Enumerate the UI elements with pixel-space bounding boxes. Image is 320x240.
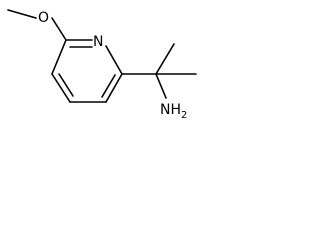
nitrogen-label: N xyxy=(93,34,103,50)
bond-quaternary-amine xyxy=(155,73,167,99)
structure-canvas: O N NH2 xyxy=(0,0,206,128)
amine-label: NH2 xyxy=(160,102,187,121)
bond-methyl-oxygen xyxy=(7,9,37,19)
oxygen-label: O xyxy=(38,10,49,26)
amine-label-subscript: 2 xyxy=(181,110,187,121)
bond-c2-c3-inner xyxy=(101,74,116,98)
bond-c4-c5 xyxy=(51,73,71,103)
bond-n-c2 xyxy=(105,45,123,75)
molecule-diagram: O N NH2 xyxy=(7,9,197,121)
bond-quaternary-methyl-up xyxy=(155,43,175,75)
amine-label-main: NH xyxy=(160,102,181,118)
bond-c4-c5-inner xyxy=(58,73,74,97)
bond-c2-c3 xyxy=(105,73,123,103)
bond-oxygen-c6 xyxy=(51,17,67,41)
bond-c5-c6 xyxy=(51,39,67,75)
